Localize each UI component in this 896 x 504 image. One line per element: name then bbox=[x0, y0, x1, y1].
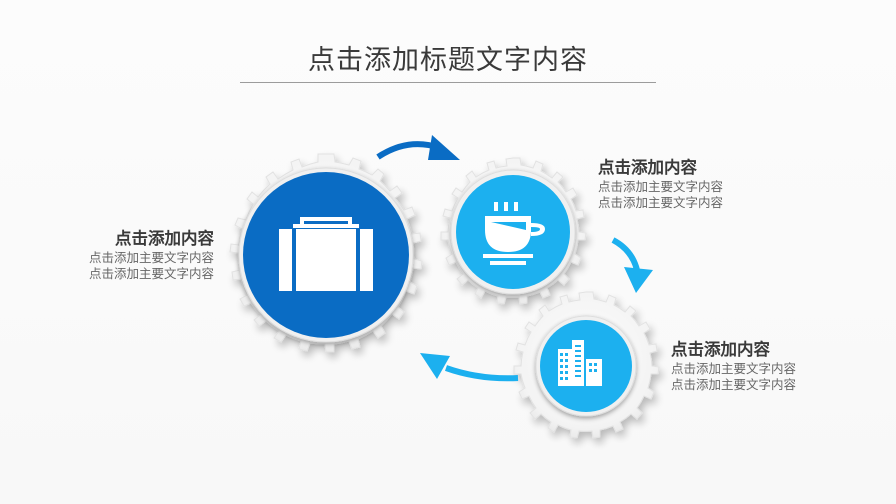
title-underline bbox=[240, 82, 656, 83]
item-heading[interactable]: 点击添加内容 bbox=[598, 158, 697, 177]
item-heading[interactable]: 点击添加内容 bbox=[115, 229, 214, 248]
buildings-icon bbox=[558, 340, 602, 386]
item-line[interactable]: 点击添加主要文字内容 bbox=[88, 266, 214, 281]
item-line[interactable]: 点击添加主要文字内容 bbox=[671, 361, 797, 376]
item-label-3: 点击添加内容 点击添加主要文字内容 点击添加主要文字内容 bbox=[671, 339, 841, 393]
item-label-1: 点击添加内容 点击添加主要文字内容 点击添加主要文字内容 bbox=[52, 228, 214, 282]
item-line[interactable]: 点击添加主要文字内容 bbox=[88, 250, 214, 265]
arrow-gear1-to-gear2 bbox=[376, 135, 460, 160]
item-line[interactable]: 点击添加主要文字内容 bbox=[671, 377, 797, 392]
item-line[interactable]: 点击添加主要文字内容 bbox=[598, 195, 724, 210]
coffee-cup-icon bbox=[483, 202, 545, 265]
gear-medium bbox=[440, 157, 587, 305]
gear-large bbox=[229, 153, 423, 353]
item-heading[interactable]: 点击添加内容 bbox=[671, 340, 770, 359]
slide-title[interactable]: 点击添加标题文字内容 bbox=[308, 45, 588, 76]
item-label-2: 点击添加内容 点击添加主要文字内容 点击添加主要文字内容 bbox=[598, 157, 768, 211]
item-line[interactable]: 点击添加主要文字内容 bbox=[598, 179, 724, 194]
briefcase-icon bbox=[279, 217, 373, 291]
arrow-gear2-to-gear3 bbox=[611, 237, 653, 293]
gear-small bbox=[513, 291, 660, 439]
arrow-gear3-to-gear1 bbox=[420, 353, 519, 382]
